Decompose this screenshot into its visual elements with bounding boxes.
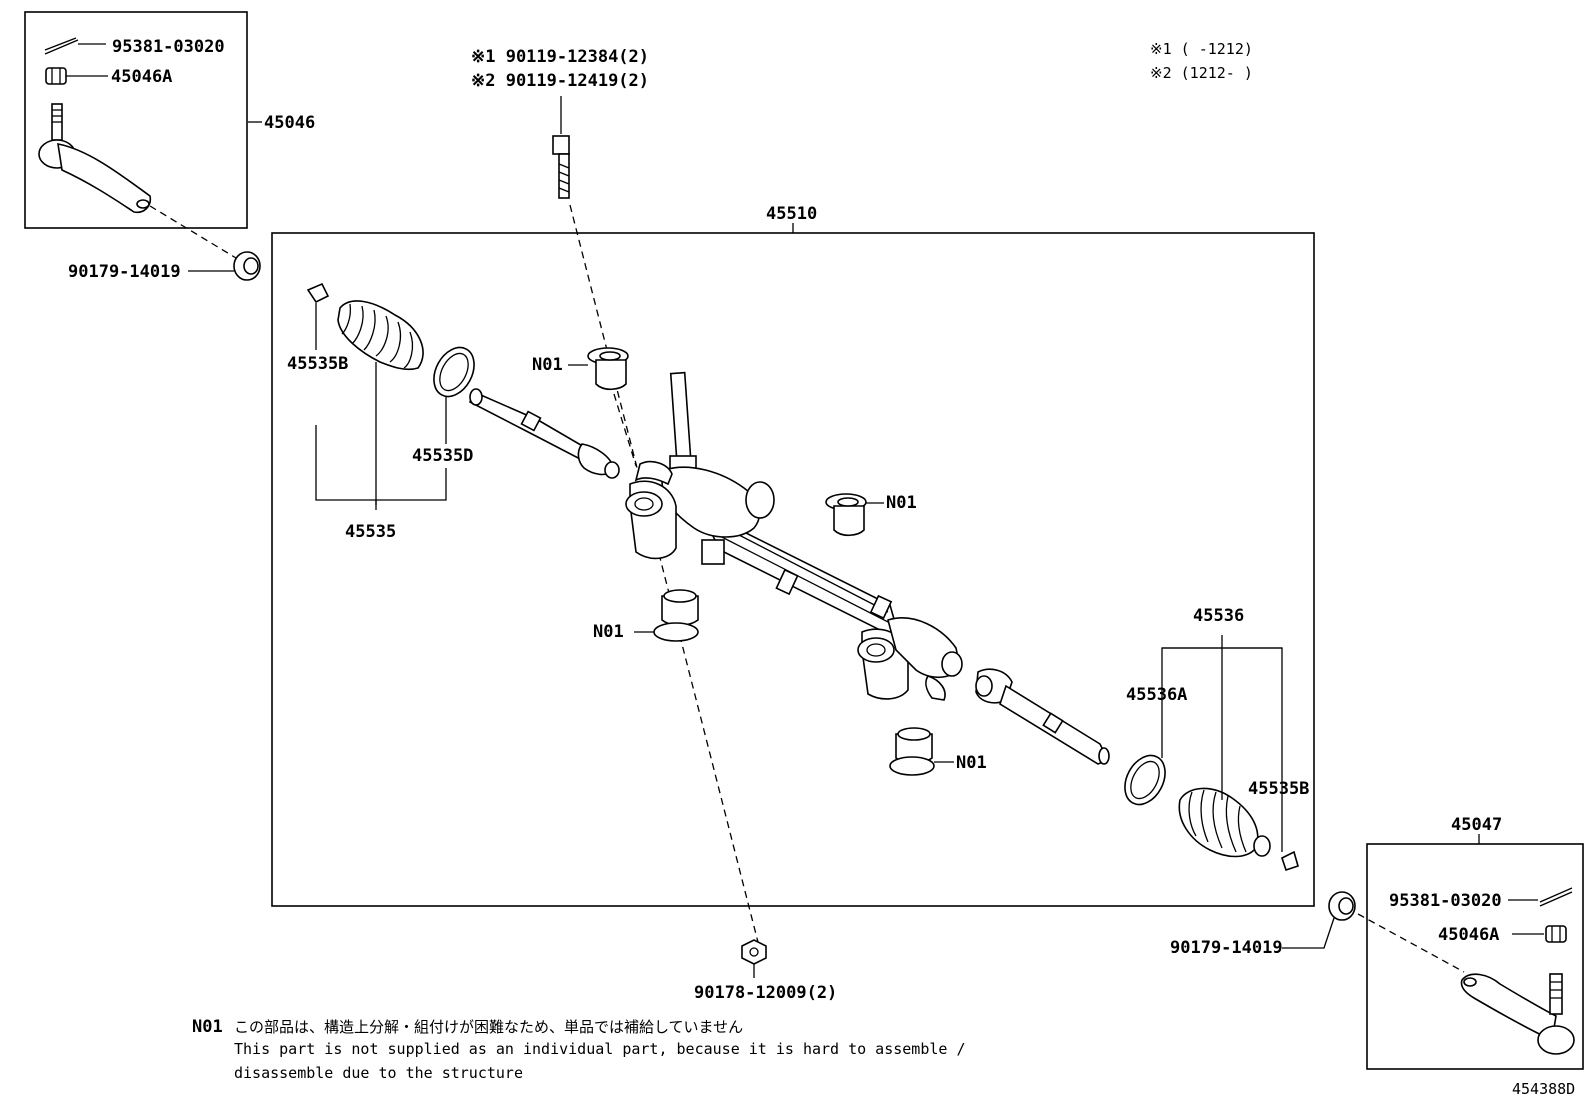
label-cotter-pin-left: 95381-03020 <box>112 37 225 57</box>
diagram-id: 454388D <box>1512 1080 1575 1098</box>
label-collar-left: 90179-14019 <box>68 262 181 282</box>
bushing-3-icon <box>634 589 699 642</box>
tie-rod-end-left-frame <box>24 11 248 229</box>
label-tie-rod-end-right: 45047 <box>1451 815 1502 835</box>
inner-tie-rod-left-icon <box>468 388 620 479</box>
bushing-1-icon <box>568 347 629 391</box>
castle-nut-left-icon <box>45 67 108 85</box>
footnote-code: N01 <box>192 1017 223 1037</box>
collar-left-icon <box>188 251 261 281</box>
legend-line-2: ※2 (1212- ) <box>1150 64 1253 82</box>
bolt-icon <box>552 96 570 199</box>
cotter-pin-left-icon <box>44 37 106 55</box>
footnote-en-1: This part is not supplied as an individu… <box>234 1040 966 1058</box>
steering-rack-housing-icon <box>625 371 963 701</box>
castle-nut-right-icon <box>1512 925 1567 943</box>
inner-tie-rod-right-icon <box>975 668 1110 765</box>
boot-left-icon <box>337 300 424 505</box>
label-collar-right: 90179-14019 <box>1170 938 1283 958</box>
tie-rod-end-right-frame <box>1366 843 1584 1070</box>
label-clip-45535b-left: 45535B <box>287 354 348 374</box>
bushing-4-icon <box>889 727 954 776</box>
label-bolt-note-2: ※2 90119-12419(2) <box>471 71 649 91</box>
label-gear-assembly: 45510 <box>766 204 817 224</box>
label-boot-kit-left: 45535 <box>345 522 396 542</box>
label-cotter-pin-right: 95381-03020 <box>1389 891 1502 911</box>
tie-rod-end-right-icon <box>1460 973 1575 1055</box>
label-nut-45046a-right: 45046A <box>1438 925 1499 945</box>
tie-rod-end-left-icon <box>38 103 262 214</box>
clip-left-icon <box>306 282 330 350</box>
collar-right-icon <box>1282 891 1356 949</box>
nut-bottom-icon <box>741 939 767 978</box>
label-bushing-3: N01 <box>593 622 624 642</box>
footnote-jp: この部品は、構造上分解・組付けが困難なため、単品では補給していません <box>234 1018 743 1036</box>
label-boot-kit-right: 45536 <box>1193 606 1244 626</box>
legend-line-1: ※1 ( -1212) <box>1150 40 1253 58</box>
footnote-en-2: disassemble due to the structure <box>234 1064 523 1082</box>
cotter-pin-right-icon <box>1508 887 1573 907</box>
label-clamp-45535d: 45535D <box>412 446 473 466</box>
label-clamp-45536a: 45536A <box>1126 685 1187 705</box>
clamp-left-icon <box>433 346 475 444</box>
label-nut-45046a-left: 45046A <box>111 67 172 87</box>
label-bushing-4: N01 <box>956 753 987 773</box>
label-bolt-note-1: ※1 90119-12384(2) <box>471 47 649 67</box>
clamp-right-icon <box>1124 754 1166 806</box>
clip-right-icon <box>1281 850 1299 872</box>
bushing-2-icon <box>825 493 884 537</box>
label-bushing-1: N01 <box>532 355 563 375</box>
label-bushing-2: N01 <box>886 493 917 513</box>
boot-right-icon <box>1178 787 1271 858</box>
label-nut-bottom: 90178-12009(2) <box>694 983 837 1003</box>
label-tie-rod-end-left: 45046 <box>264 113 315 133</box>
label-clip-45535b-right: 45535B <box>1248 779 1309 799</box>
